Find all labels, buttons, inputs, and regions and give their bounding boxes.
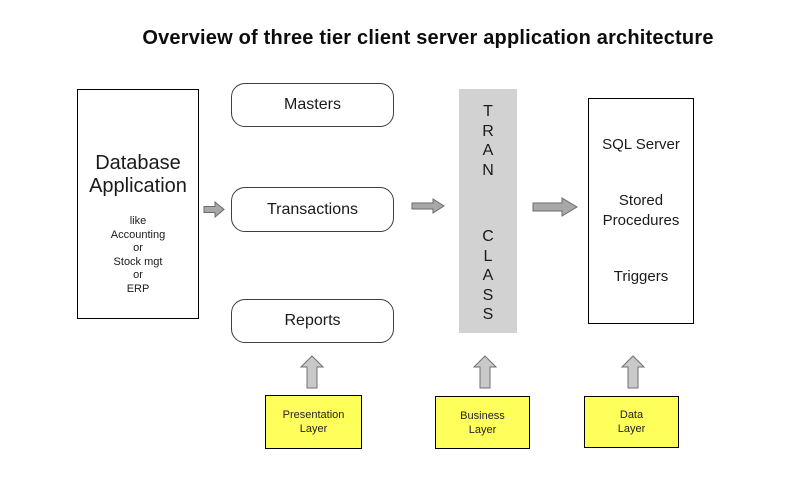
data-layer-label: Data Layer [617, 409, 646, 435]
presentation-layer-label: Presentation Layer [282, 409, 345, 435]
tran-vertical-text: T R A N [482, 103, 494, 179]
class-vertical-text: C L A S S [482, 228, 494, 323]
up-arrow-icon [473, 355, 497, 389]
business-layer-box: Business Layer [435, 396, 530, 449]
reports-box: Reports [231, 299, 394, 343]
business-layer-label: Business Layer [460, 409, 505, 436]
data-layer-box: Data Layer [584, 396, 679, 448]
tran-class-box: T R A N C L A S S [459, 89, 517, 333]
database-application-examples: like Accounting or Stock mgt or ERP [110, 215, 166, 295]
sql-server-box: SQL Server Stored Procedures Triggers [588, 98, 694, 324]
transactions-box: Transactions [231, 187, 394, 232]
masters-label: Masters [284, 96, 341, 113]
sql-server-item: SQL Server [602, 136, 680, 153]
reports-label: Reports [284, 312, 341, 329]
up-arrow-icon [621, 355, 645, 389]
right-arrow-icon [203, 201, 225, 218]
triggers-item: Triggers [613, 268, 669, 285]
database-application-box: Database Application like Accounting or … [77, 89, 199, 319]
up-arrow-icon [300, 355, 324, 389]
transactions-label: Transactions [267, 200, 358, 218]
stored-procedures-item: Stored Procedures [602, 192, 680, 229]
presentation-layer-box: Presentation Layer [265, 395, 362, 449]
right-arrow-icon [532, 197, 578, 217]
right-arrow-icon [411, 198, 445, 214]
diagram-title: Overview of three tier client server app… [142, 27, 714, 49]
database-application-title: Database Application [89, 152, 187, 197]
masters-box: Masters [231, 83, 394, 127]
